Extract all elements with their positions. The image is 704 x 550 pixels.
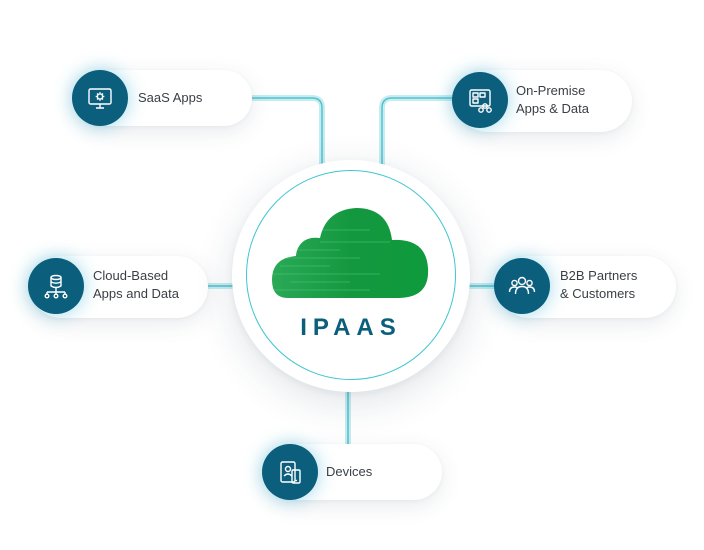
server-network-icon: [469, 89, 492, 113]
database-network-icon: [44, 274, 68, 299]
ipaas-hub-ring: [246, 170, 456, 380]
hub-title: IPAAS: [300, 314, 402, 341]
node-onprem-label: On-Premise Apps & Data: [516, 83, 589, 116]
cloud-icon: [272, 208, 429, 298]
people-group-icon: [508, 276, 536, 295]
node-saas-label: SaaS Apps: [138, 90, 203, 105]
node-devices-label: Devices: [326, 464, 373, 479]
node-saas-badge: [72, 70, 128, 126]
node-cloud-badge: [28, 258, 84, 314]
node-b2b-badge: [494, 258, 550, 314]
node-b2b-label: B2B Partners & Customers: [560, 268, 638, 301]
node-onprem-badge: [452, 72, 508, 128]
connector-saas: [247, 95, 325, 171]
devices-icon: [280, 461, 301, 484]
monitor-gear-icon: [88, 88, 112, 109]
node-devices-badge: [262, 444, 318, 500]
connector-onprem: [379, 95, 459, 171]
node-cloud-label: Cloud-Based Apps and Data: [93, 268, 180, 301]
